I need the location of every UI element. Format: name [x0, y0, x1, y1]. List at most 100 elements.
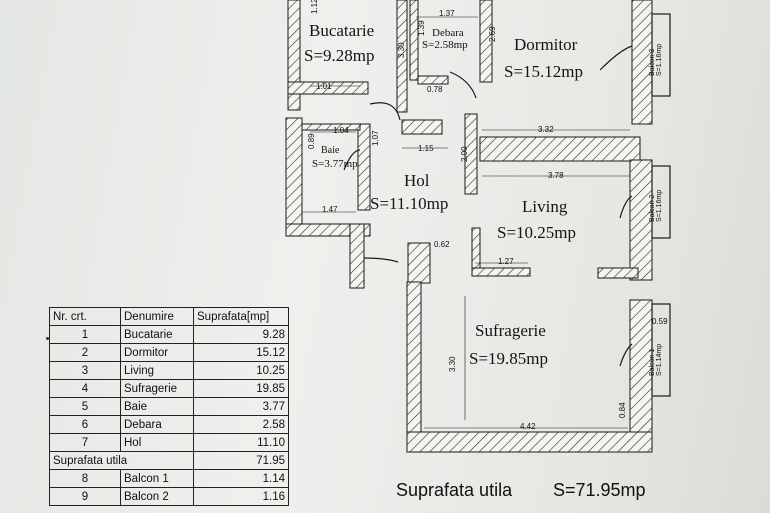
- wall-debara-bottom: [417, 75, 449, 85]
- door-swing-balcony-3: [599, 45, 633, 71]
- balcony-1-area: S=1.14mp: [656, 343, 664, 376]
- row-name: Dormitor: [120, 343, 194, 362]
- wall-sufragerie-bottom: [406, 431, 653, 453]
- dim-3-30b: 3.30: [448, 356, 457, 372]
- row-nr: 5: [49, 397, 121, 416]
- balcony-2-name: Balcon 2: [649, 194, 656, 222]
- room-name-hol: Hol: [404, 171, 430, 190]
- row-nr: 2: [49, 343, 121, 362]
- dim-1-01: 1.01: [316, 82, 332, 91]
- header-denumire: Denumire: [120, 307, 194, 326]
- row-nr: 1: [49, 325, 121, 344]
- wall-hall-column: [407, 242, 431, 284]
- row-nr: 8: [49, 469, 121, 488]
- dim-2-69: 2.69: [488, 26, 497, 42]
- dim-3-32: 3.32: [538, 125, 554, 134]
- total-label: Suprafata utila: [49, 451, 194, 470]
- wall-debara-right: [479, 0, 493, 83]
- header-suprafata: Suprafata[mp]: [193, 307, 289, 326]
- table-row: 4 Sufragerie 19.85: [49, 379, 289, 398]
- table-row: 5 Baie 3.77: [49, 397, 289, 416]
- area-table: Nr. crt. Denumire Suprafata[mp] 1 Bucata…: [49, 307, 289, 506]
- footer-value: S=71.95mp: [553, 480, 646, 500]
- dim-1-27: 1.27: [498, 257, 514, 266]
- dim-1-47: 1.47: [322, 205, 338, 214]
- row-name: Balcon 2: [120, 487, 194, 506]
- dim-3-30a: 3.30: [397, 42, 406, 58]
- wall-debara-left: [396, 0, 408, 113]
- row-name: Hol: [120, 433, 194, 452]
- dim-1-04: 1.04: [333, 126, 349, 135]
- wall-bath-top: [301, 123, 361, 131]
- row-area: 1.16: [193, 487, 289, 506]
- table-row: 3 Living 10.25: [49, 361, 289, 380]
- table-row: 1 Bucatarie 9.28: [49, 325, 289, 344]
- wall-bedroom-bottom: [479, 136, 641, 162]
- dim-1-15: 1.15: [418, 144, 434, 153]
- row-area: 3.77: [193, 397, 289, 416]
- row-name: Debara: [120, 415, 194, 434]
- table-row: 7 Hol 11.10: [49, 433, 289, 452]
- row-area: 11.10: [193, 433, 289, 452]
- room-name-dormitor: Dormitor: [514, 35, 578, 54]
- row-area: 19.85: [193, 379, 289, 398]
- door-swing-bath: [343, 149, 361, 171]
- row-nr: 7: [49, 433, 121, 452]
- wall-sufragerie-left: [406, 281, 422, 453]
- wall-entry-left: [349, 223, 365, 289]
- room-name-bucatarie: Bucatarie: [309, 21, 375, 40]
- dim-1-07: 1.07: [371, 130, 380, 146]
- table-row: 6 Debara 2.58: [49, 415, 289, 434]
- row-area: 9.28: [193, 325, 289, 344]
- row-nr: 4: [49, 379, 121, 398]
- room-area-debara: S=2.58mp: [422, 39, 468, 51]
- door-swing-entry: [363, 257, 399, 263]
- balcony-3-outline: [651, 13, 671, 97]
- room-name-living: Living: [522, 197, 568, 216]
- wall-bath-left: [285, 117, 303, 237]
- row-area: 10.25: [193, 361, 289, 380]
- dim-3-78: 3.78: [548, 171, 564, 180]
- balcony-2-outline: [651, 165, 671, 239]
- row-area: 1.14: [193, 469, 289, 488]
- room-name-debara: Debara: [432, 27, 464, 39]
- dim-2-00: 2.00: [460, 146, 469, 162]
- room-area-sufragerie: S=19.85mp: [469, 349, 549, 368]
- door-swing-balcony-1: [619, 343, 633, 367]
- door-swing-balcony-2: [619, 195, 633, 219]
- row-nr: 9: [49, 487, 121, 506]
- header-nr: Nr. crt.: [49, 307, 121, 326]
- dim-0-62: 0.62: [434, 240, 450, 249]
- balcony-3-area: S=1.16mp: [656, 43, 664, 76]
- dim-1-12: 1.12: [310, 0, 319, 14]
- balcony-1-name: Balcon 1: [649, 348, 656, 376]
- room-area-baie: S=3.77mp: [312, 158, 358, 170]
- dim-0-78: 0.78: [427, 85, 443, 94]
- row-name: Living: [120, 361, 194, 380]
- wall-bath-right: [357, 123, 371, 211]
- wall-hall-right: [464, 113, 478, 195]
- room-area-living: S=10.25mp: [497, 223, 577, 242]
- table-row: 8 Balcon 1 1.14: [49, 469, 289, 488]
- table-header-row: Nr. crt. Denumire Suprafata[mp]: [49, 307, 289, 326]
- dim-4-42: 4.42: [520, 422, 536, 431]
- dim-1-39: 1.39: [417, 20, 426, 36]
- wall-debara-inner: [409, 0, 419, 81]
- row-nr: 3: [49, 361, 121, 380]
- table-row: 2 Dormitor 15.12: [49, 343, 289, 362]
- balcony-2-area: S=1.16mp: [656, 189, 664, 222]
- wall-right-bottom: [629, 299, 653, 453]
- wall-hall-top: [401, 119, 443, 135]
- pen-dot: [46, 337, 49, 340]
- room-area-bucatarie: S=9.28mp: [304, 46, 375, 65]
- wall-kitchen-bottom: [287, 81, 369, 95]
- row-name: Sufragerie: [120, 379, 194, 398]
- balcony-1-outline: [651, 303, 671, 397]
- wall-living-bottom-stub: [471, 267, 531, 277]
- dim-0-84: 0.84: [618, 402, 627, 418]
- door-swing-debara: [449, 71, 477, 99]
- row-name: Baie: [120, 397, 194, 416]
